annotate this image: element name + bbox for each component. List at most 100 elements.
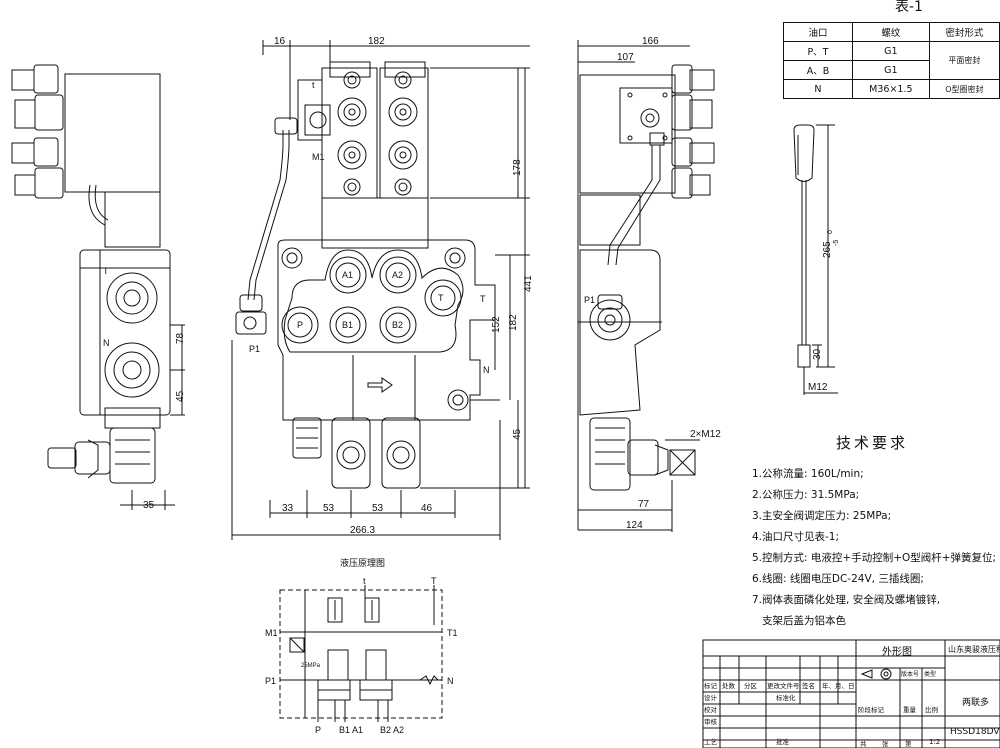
tech-item: 7.阀体表面磷化处理, 安全阀及螺堵镀锌, [752,594,941,606]
tech-title: 技术要求 [836,434,909,452]
front-dim-266: 266.3 [350,525,375,536]
tb-r0: 设计 [704,693,718,702]
left-dim-35: 35 [143,500,155,511]
left-bracket [104,191,161,248]
front-label-T-side: T [480,294,486,304]
hyd-label-P1: P1 [265,676,276,686]
title-block [702,639,1000,748]
table-header-thread: 螺纹 [851,22,930,42]
front-P1-fitting [235,311,267,335]
tb-material-no: 版本号 [901,670,919,678]
right-coil-housing [579,74,676,194]
table-cell-port: P、T [783,41,853,61]
tech-item: 4.油口尺寸见表-1; [752,531,840,543]
left-dim-78: 78 [175,332,186,344]
front-label-t: t [312,80,315,90]
front-dim-178: 178 [512,159,523,176]
handle-drawing [793,124,838,395]
ports-table: 油口 螺纹 密封形式 P、T G1 平面密封 A、B G1 N M36×1.5 … [783,22,1000,99]
tb-h3: 更改文件号 [767,681,800,690]
tech-item: 1.公称流量: 160L/min; [752,468,864,480]
left-solenoid-coils [11,64,64,199]
hyd-label-N: N [447,676,454,686]
table1-title: 表-1 [895,0,923,15]
schematic-valve-1 [327,649,349,681]
tb-h1: 处数 [722,681,736,690]
table-cell-seal: 平面密封 [928,41,1000,80]
title-code: HSSD18DV [950,727,1000,737]
title-scale: 1:2 [929,738,940,746]
tb-type: 类型 [924,670,936,678]
front-dim-182-top: 182 [368,36,385,47]
handle-grip [793,124,815,182]
front-dim-46: 46 [421,503,433,514]
front-spool-left [331,417,371,489]
schematic-valve-2 [365,649,387,681]
hyd-label-M1: M1 [265,628,278,638]
table-cell-thread: G1 [851,41,930,61]
tb-ratio: 比例 [925,705,938,714]
left-coil-housing [64,73,161,193]
left-side-view [11,64,185,510]
hydraulic-title: 液压原理图 [340,559,386,569]
tech-item: 支架后盖为铝本色 [752,615,847,627]
tech-item: 6.线圈: 线圈电压DC-24V, 三插线圈; [752,573,924,585]
tb-h4: 签名 [802,681,815,690]
right-label-P1: P1 [584,295,595,305]
hyd-label-T1: T1 [447,628,458,638]
title-company: 山东奥骏液压科 [948,644,1000,654]
hydraulic-schematic [279,585,443,722]
tb-stage: 阶段标记 [858,705,885,714]
front-label-P: P [297,320,303,330]
tb-weight: 重量 [903,706,917,714]
table-cell-port: N [783,79,853,99]
front-valve-body [277,239,496,421]
tb-h2: 分区 [744,681,758,690]
tb-sheet: 张 [882,739,889,748]
tb-total: 共 [860,739,867,748]
left-port-N [104,342,160,398]
title-part-name: 两联多 [962,696,989,708]
table-cell-thread: G1 [851,60,930,80]
handle-dim-M12: M12 [808,382,828,393]
left-label-N: N [103,338,110,348]
left-label-T: T [103,266,109,276]
front-dim-441: 441 [523,275,534,292]
right-dim-107: 107 [617,52,634,63]
tb-h5: 年、月、日 [822,681,855,690]
front-dim-45: 45 [512,428,523,440]
table-row: N M36×1.5 O型圈密封 [783,79,1000,99]
handle-dim-265-tol-neg: -5 [833,240,840,246]
front-label-N: N [483,365,490,375]
hyd-bottom-B2A2: B2 A2 [380,725,404,735]
handle-dim-265: 265 [822,241,833,258]
table-header-seal: 密封形式 [928,22,1000,42]
front-label-P1: P1 [249,344,260,354]
hyd-bottom-P: P [315,725,321,735]
table-cell-seal: O型圈密封 [928,79,1000,99]
front-label-A1: A1 [342,270,353,280]
front-dim-182-side: 182 [508,314,519,331]
hyd-bottom-B1A1: B1 A1 [339,725,363,735]
table-header-port: 油口 [783,22,853,42]
tb-r3: 工艺 [704,738,718,746]
tb-h0: 标记 [704,681,718,690]
front-label-T: T [438,293,444,303]
front-t-block [297,79,323,141]
tech-item: 3.主安全阀调定压力: 25MPa; [752,510,892,522]
left-bottom-fitting [109,427,156,484]
tech-item: 5.控制方式: 电液控+手动控制+O型阀杆+弹簧复位; [752,552,997,564]
front-dim-152: 152 [491,316,502,333]
right-valve-body [579,249,661,416]
hyd-label-25: 25MPa [301,663,321,669]
left-port-T [106,272,158,324]
front-dim-53b: 53 [372,503,384,514]
title-drawing: 外形图 [882,646,912,658]
front-label-B2: B2 [392,320,403,330]
right-dim-77: 77 [638,499,650,510]
front-dim-53a: 53 [323,503,335,514]
hyd-label-T: T [431,576,437,586]
tech-requirements: 1.公称流量: 160L/min; 2.公称压力: 31.5MPa; 3.主安全… [752,464,997,632]
front-view [231,40,530,540]
